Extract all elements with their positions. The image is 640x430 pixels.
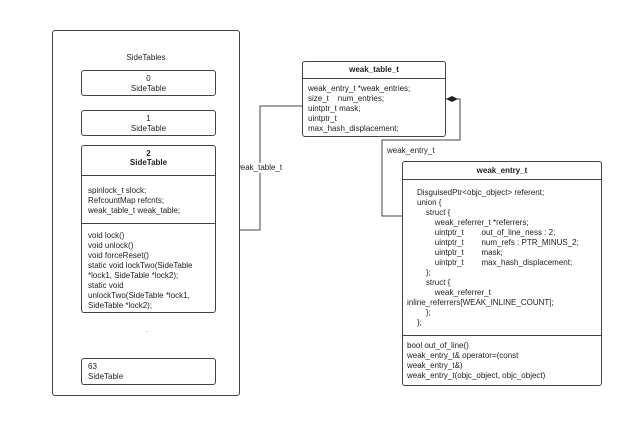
side-table-2: 2 SideTable spinlock_t slock; RefcountMa… xyxy=(81,145,216,313)
side-table-2-method: *lock1, SideTable *lock2); xyxy=(88,271,179,280)
weak-table-t-box: weak_table_t weak_entry_t *weak_entries;… xyxy=(302,61,446,137)
side-tables-ellipsis: . xyxy=(146,325,149,334)
weak-entry-t-divider-1 xyxy=(403,179,601,180)
weak-entry-t-field: }; xyxy=(417,308,431,317)
side-table-2-field: RefcountMap refcnts; xyxy=(88,196,165,205)
weak-entry-t-field: uintptr_t mask; xyxy=(417,248,503,257)
side-table-2-method: void lock() xyxy=(88,231,125,240)
weak-table-t-field: uintptr_t mask; xyxy=(308,104,361,113)
side-table-2-method: void forceReset() xyxy=(88,251,149,260)
weak-table-t-field: weak_entry_t *weak_entries; xyxy=(308,84,411,93)
side-table-2-index: 2 xyxy=(146,149,151,158)
weak-entry-t-box: weak_entry_t DisguisedPtr<objc_object> r… xyxy=(402,161,602,386)
weak-entry-t-field: inline_referrers[WEAK_INLINE_COUNT]; xyxy=(407,298,554,307)
side-table-63-index: 63 xyxy=(88,362,97,371)
side-table-0-name: SideTable xyxy=(130,84,167,93)
weak-entry-t-method: weak_entry_t& operator=(const xyxy=(407,351,519,360)
weak-table-t-field: size_t num_entries; xyxy=(308,94,385,103)
weak-entry-t-divider-2 xyxy=(403,335,601,336)
weak-entry-t-field: DisguisedPtr<objc_object> referent; xyxy=(417,188,545,197)
side-table-1: 1 SideTable xyxy=(81,110,216,136)
weak-table-t-title: weak_table_t xyxy=(349,65,399,74)
weak-entry-t-field: uintptr_t num_refs : PTR_MINUS_2; xyxy=(417,238,579,247)
weak-entry-t-field: uintptr_t max_hash_displacement; xyxy=(417,258,573,267)
weak-entry-t-method: weak_entry_t(objc_object, objc_object) xyxy=(407,371,546,380)
side-table-2-method: void unlock() xyxy=(88,241,134,250)
side-table-2-method: static void lockTwo(SideTable xyxy=(88,261,193,270)
weak-table-t-divider xyxy=(303,78,445,79)
weak-entry-t-field: }; xyxy=(417,318,422,327)
weak-table-t-field: uintptr_t xyxy=(308,114,337,123)
weak-entry-t-field: uintptr_t out_of_line_ness : 2; xyxy=(417,228,556,237)
weak-entry-t-field: struct { xyxy=(417,278,451,287)
side-table-63: 63 SideTable xyxy=(81,358,216,385)
weak-entry-t-field: union { xyxy=(417,198,442,207)
weak-entry-t-title: weak_entry_t xyxy=(476,166,528,175)
side-table-2-name: SideTable xyxy=(129,158,168,167)
side-table-2-divider-2 xyxy=(82,223,215,224)
edge-label-weak-table: weak_table_t xyxy=(234,163,284,173)
side-table-0: 0 SideTable xyxy=(81,70,216,96)
weak-entry-t-field: weak_referrer_t xyxy=(417,288,491,297)
weak-table-t-field: max_hash_displacement; xyxy=(308,124,399,133)
weak-entry-t-field: weak_referrer_t *referrers; xyxy=(417,218,529,227)
side-table-2-method: static void xyxy=(88,281,124,290)
side-table-0-index: 0 xyxy=(146,74,151,83)
weak-entry-t-method: weak_entry_t&) xyxy=(407,361,463,370)
weak-entry-t-field: struct { xyxy=(417,208,451,217)
side-tables-title: SideTables xyxy=(126,53,166,62)
side-table-2-divider-1 xyxy=(82,175,215,176)
side-table-2-field: spinlock_t slock; xyxy=(88,186,147,195)
side-table-1-name: SideTable xyxy=(130,124,167,133)
edge-label-weak-entry: weak_entry_t xyxy=(386,146,436,156)
weak-entry-t-field: }; xyxy=(417,268,431,277)
side-table-63-name: SideTable xyxy=(88,372,124,381)
edge-weak-table-diamond xyxy=(446,96,458,102)
side-table-2-field: weak_table_t weak_table; xyxy=(88,206,181,215)
side-table-1-index: 1 xyxy=(146,114,151,123)
side-table-2-method: SideTable *lock2); xyxy=(88,301,153,310)
weak-entry-t-method: bool out_of_line() xyxy=(407,341,469,350)
side-table-2-method: unlockTwo(SideTable *lock1, xyxy=(88,291,190,300)
